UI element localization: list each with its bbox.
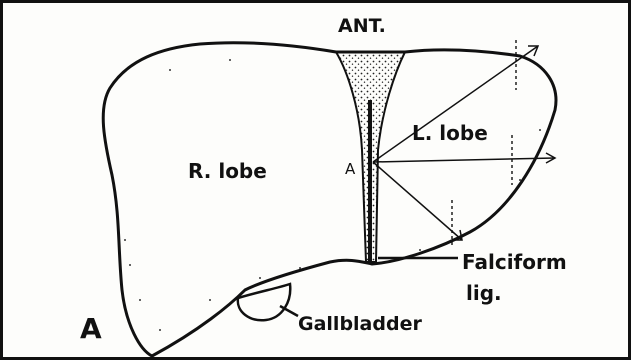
label-point-a: A xyxy=(345,160,356,178)
label-lig: lig. xyxy=(466,281,502,305)
label-falciform: Falciform xyxy=(462,250,567,274)
panel-letter: A xyxy=(80,312,102,345)
label-anterior: ANT. xyxy=(338,15,386,37)
label-left-lobe: L. lobe xyxy=(412,121,488,145)
label-gallbladder: Gallbladder xyxy=(298,313,422,335)
liver-outline xyxy=(103,43,556,356)
leader-lines xyxy=(280,258,458,316)
label-right-lobe: R. lobe xyxy=(188,159,267,183)
